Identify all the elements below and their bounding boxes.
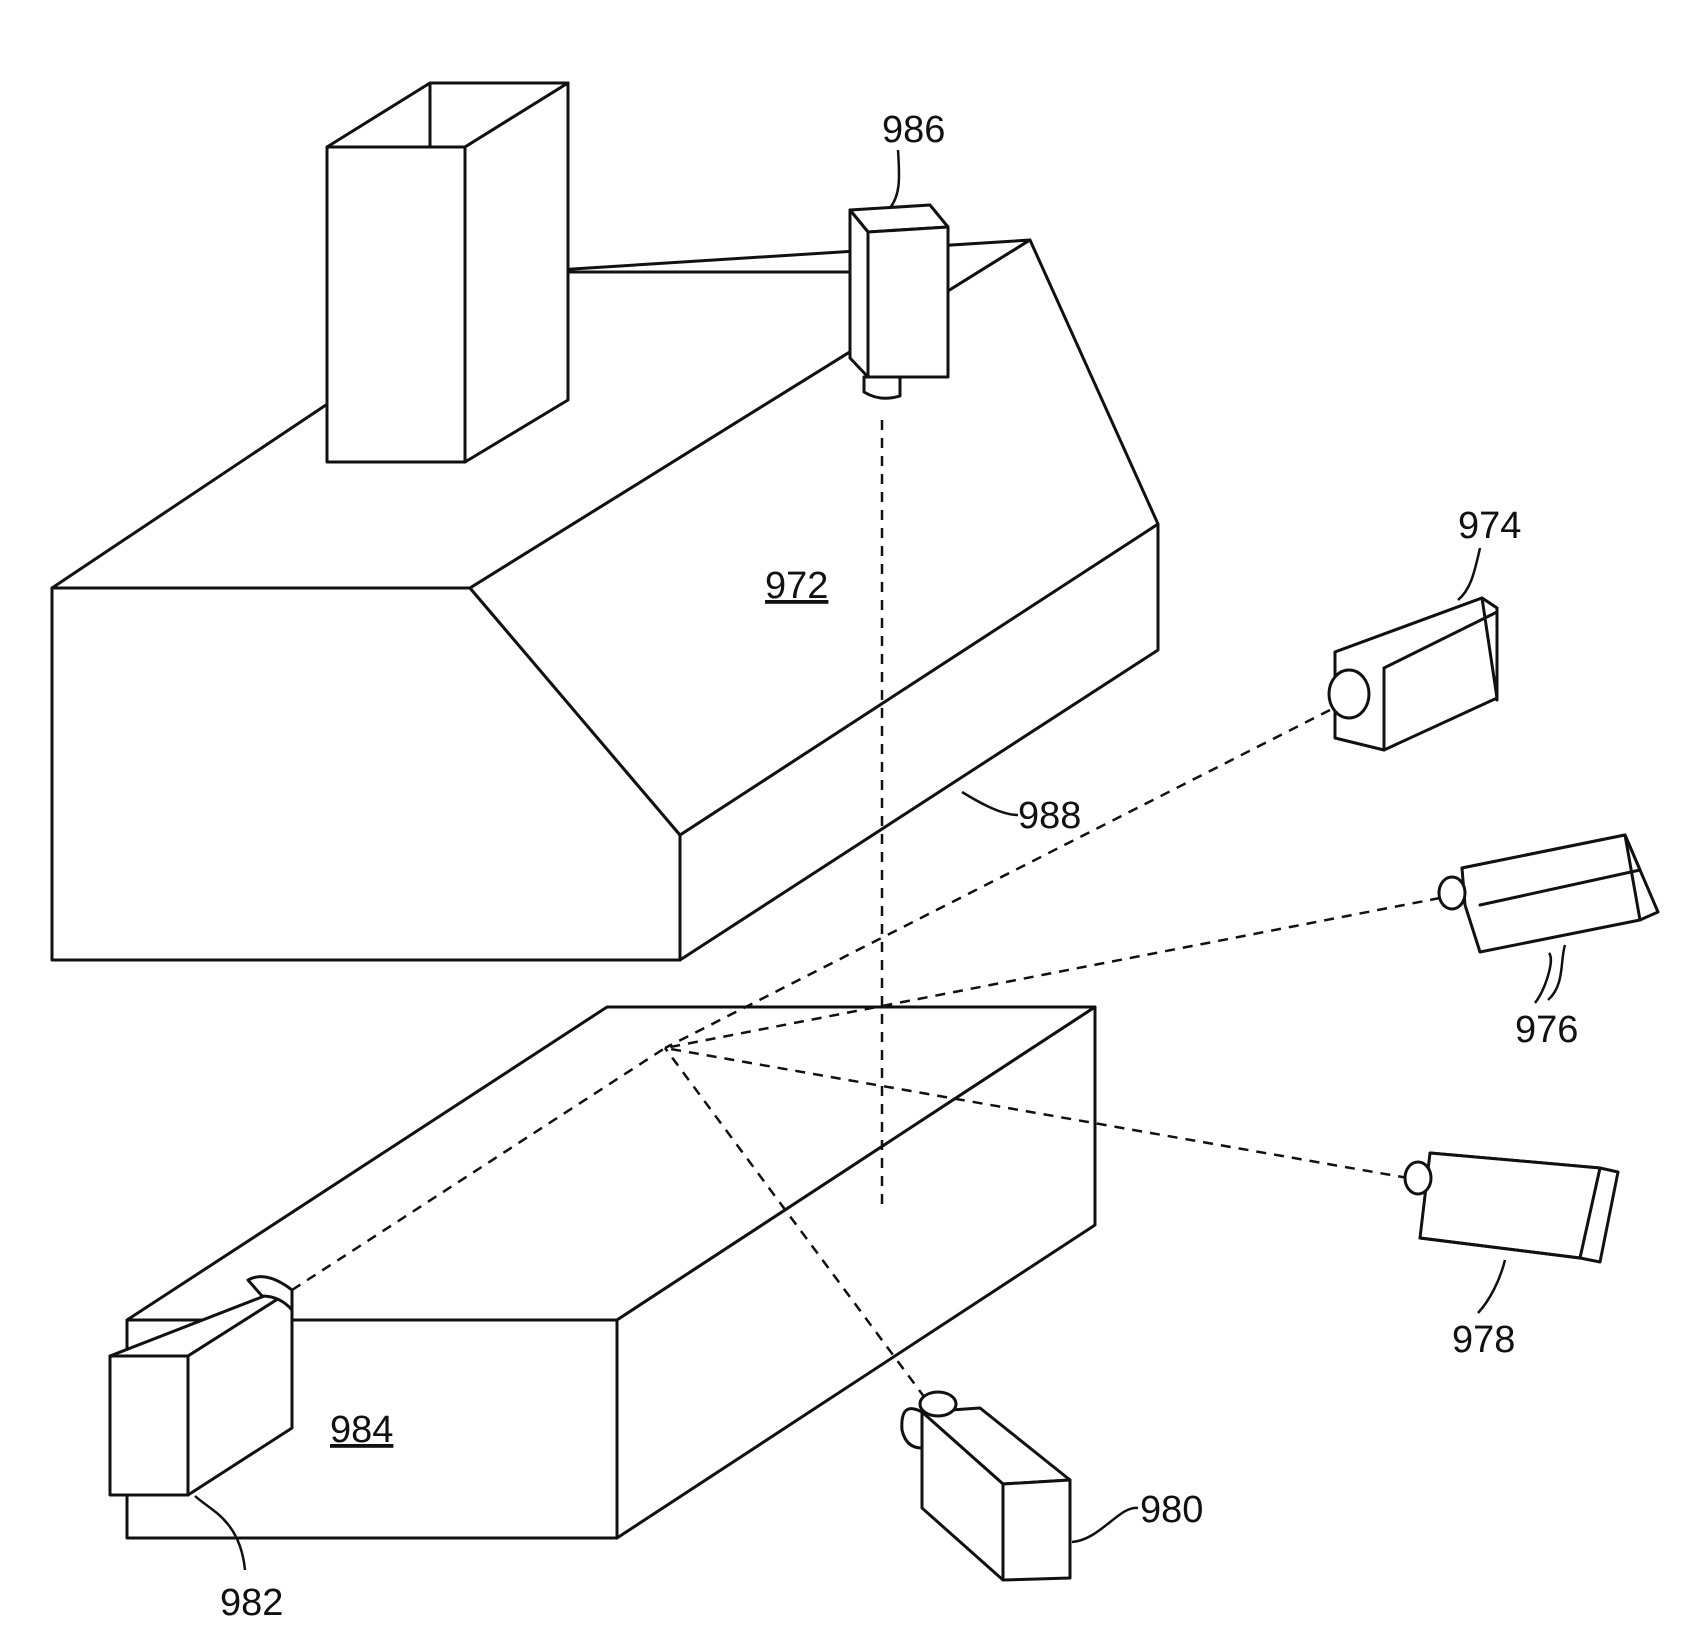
camera-978 [1405,1153,1618,1262]
camera-978-body [1420,1153,1618,1262]
chimney [327,83,568,462]
label-976: 976 [1515,1009,1578,1051]
leader-978 [1478,1260,1505,1313]
camera-974 [1329,598,1497,750]
camera-986-left [850,210,868,377]
camera-976-lens [1439,877,1465,909]
label-974: 974 [1458,505,1521,547]
label-986: 986 [882,109,945,151]
label-980: 980 [1140,1489,1203,1531]
camera-986-lens [864,377,900,398]
camera-980-front [1003,1480,1070,1580]
label-972: 972 [765,565,828,607]
leader-986 [890,150,899,208]
leader-974 [1458,548,1480,600]
camera-976 [1439,835,1658,952]
label-982: 982 [220,1582,283,1624]
leader-988 [962,792,1018,815]
label-978: 978 [1452,1319,1515,1361]
chimney-right [465,83,568,462]
camera-982-front [110,1356,188,1495]
chimney-front [327,147,465,462]
camera-976-body [1462,835,1640,952]
leader-980 [1072,1508,1138,1542]
upper-structure-972 [52,240,1158,960]
camera-980 [902,1392,1070,1580]
camera-980-lens-ring [920,1392,956,1416]
camera-974-lens [1329,670,1369,718]
leader-976 [1535,953,1551,1003]
label-984: 984 [330,1409,393,1451]
camera-986-front [868,227,948,377]
camera-986 [850,205,948,398]
label-988: 988 [1018,795,1081,837]
camera-980-lens [902,1409,922,1448]
camera-978-lens [1405,1162,1431,1194]
